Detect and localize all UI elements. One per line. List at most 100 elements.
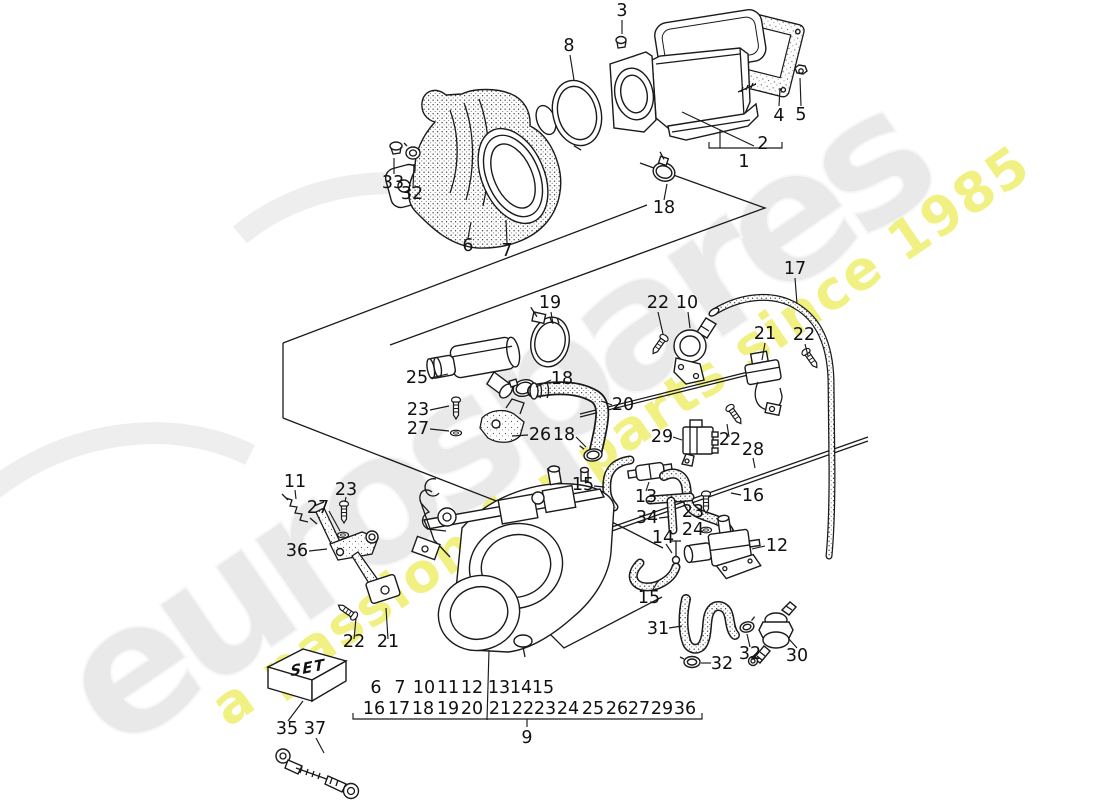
table-number-25: 25: [582, 699, 604, 719]
part-label-29: 29: [651, 427, 673, 447]
part-label-23: 23: [407, 400, 429, 420]
clamp-ring-8: [551, 79, 603, 151]
part-label-26: 26: [529, 425, 551, 445]
clamp-18-lower: [579, 445, 603, 462]
table-number-7: 7: [394, 678, 405, 698]
screw-3: [615, 35, 627, 49]
part-label-22: 22: [793, 325, 815, 345]
part-label-18: 18: [553, 425, 575, 445]
part-label-24: 24: [682, 520, 704, 540]
part-label-5: 5: [795, 105, 806, 125]
screw-22: [799, 346, 822, 371]
part-label-22: 22: [343, 632, 365, 652]
valve-21-upper: [744, 350, 783, 417]
part-label-22: 22: [647, 293, 669, 313]
table-number-6: 6: [370, 678, 381, 698]
solenoid-valve-12: [683, 514, 762, 580]
afm-body: [651, 47, 751, 129]
table-number-36: 36: [674, 699, 696, 719]
part-label-19: 19: [539, 293, 561, 313]
parts-table-bracket: [352, 649, 703, 727]
part-label-25: 25: [406, 368, 428, 388]
table-number-22: 22: [512, 699, 534, 719]
part-label-34: 34: [636, 508, 658, 528]
part-label-20: 20: [612, 395, 634, 415]
part-label-28: 28: [742, 440, 764, 460]
bracket-26: [479, 398, 525, 443]
part-label-10: 10: [676, 293, 698, 313]
table-number-12: 12: [461, 678, 483, 698]
part-label-9: 9: [521, 728, 532, 748]
hose-31: [678, 594, 740, 654]
part-label-1: 1: [738, 152, 749, 172]
part-label-12: 12: [766, 536, 788, 556]
clamp-32-top: [403, 142, 421, 160]
part-label-16: 16: [742, 486, 764, 506]
clamp-32-a: [739, 616, 756, 633]
set-box: SET: [266, 648, 348, 703]
table-number-17: 17: [388, 699, 410, 719]
table-number-23: 23: [534, 699, 556, 719]
pressure-regulator-30: [747, 601, 797, 667]
hose-34-tee: [645, 492, 695, 535]
part-label-33: 33: [382, 173, 404, 193]
part-label-4: 4: [773, 106, 784, 126]
bracket-36: [313, 501, 379, 561]
clamp-32-b: [679, 655, 701, 669]
part-label-6: 6: [462, 236, 473, 256]
sensor-21-lower: [351, 551, 401, 605]
part-label-37: 37: [304, 719, 326, 739]
intake-boot: [384, 88, 562, 249]
part-label-36: 36: [286, 541, 308, 561]
pipe-28: [611, 436, 869, 532]
part-label-17: 17: [784, 259, 806, 279]
table-number-24: 24: [557, 699, 579, 719]
clamp-19: [530, 306, 570, 368]
boot-opening: [477, 127, 549, 225]
table-number-16: 16: [363, 699, 385, 719]
part-label-35: 35: [276, 719, 298, 739]
part-label-18: 18: [653, 198, 675, 218]
leader-lines: [287, 20, 809, 754]
part-label-31: 31: [647, 619, 669, 639]
part-label-32: 32: [711, 654, 733, 674]
table-number-19: 19: [437, 699, 459, 719]
table-number-21: 21: [489, 699, 511, 719]
table-number-29: 29: [651, 699, 673, 719]
table-number-27: 27: [628, 699, 650, 719]
table-number-14: 14: [510, 678, 532, 698]
idle-valve-25-nipple: [486, 370, 514, 399]
afm-base: [667, 102, 759, 141]
table-number-11: 11: [437, 678, 459, 698]
part-label-7: 7: [501, 241, 512, 261]
part-label-27: 27: [307, 498, 329, 518]
part-label-32: 32: [739, 644, 761, 664]
part-label-14: 14: [652, 528, 674, 548]
nut-5: [794, 64, 808, 75]
part-label-15: 15: [572, 475, 594, 495]
part-label-22: 22: [719, 430, 741, 450]
air-flow-meter: [609, 9, 808, 141]
table-number-13: 13: [488, 678, 510, 698]
part-label-21: 21: [754, 324, 776, 344]
table-number-26: 26: [606, 699, 628, 719]
idle-valve-25: [426, 336, 521, 380]
spring-11: [281, 493, 318, 525]
part-label-8: 8: [563, 36, 574, 56]
part-label-27: 27: [407, 419, 429, 439]
hose-17: [708, 293, 836, 560]
hose-15-lower: [628, 558, 681, 592]
part-label-3: 3: [616, 1, 627, 21]
cap-33: [389, 141, 403, 155]
part-label-15: 15: [638, 588, 660, 608]
part-label-23: 23: [335, 480, 357, 500]
part-label-18: 18: [551, 369, 573, 389]
stud-2: [737, 82, 757, 93]
tie-rod-37: [275, 748, 360, 800]
part-label-30: 30: [786, 646, 808, 666]
throttle-body: [411, 465, 615, 658]
